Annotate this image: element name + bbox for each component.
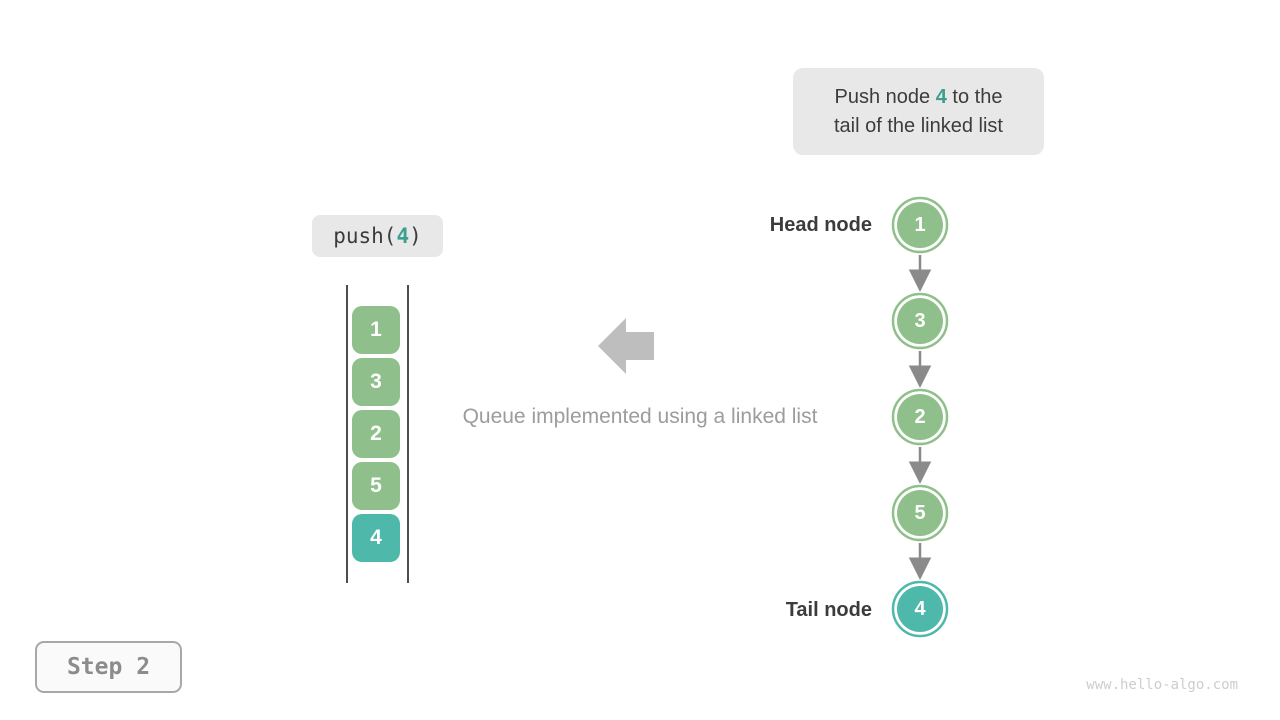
push-label-prefix: push( bbox=[333, 224, 397, 248]
push-operation-label: push(4) bbox=[312, 215, 443, 257]
list-node: 3 bbox=[891, 292, 949, 350]
annotation-text-suffix: to the bbox=[946, 85, 1003, 108]
queue-item: 4 bbox=[352, 514, 400, 562]
queue-item: 1 bbox=[352, 306, 400, 354]
svg-text:4: 4 bbox=[914, 598, 926, 620]
tail-node-label: Tail node bbox=[785, 599, 872, 621]
watermark-url: www.hello-algo.com bbox=[1086, 677, 1238, 693]
step-badge: Step 2 bbox=[35, 641, 182, 693]
annotation-text-prefix: Push node bbox=[834, 85, 936, 108]
diagram-caption: Queue implemented using a linked list bbox=[462, 405, 818, 428]
svg-text:2: 2 bbox=[914, 406, 925, 428]
list-node: 4 bbox=[891, 580, 949, 638]
annotation-text-line2: tail of the linked list bbox=[834, 114, 1003, 137]
list-node: 1 bbox=[891, 196, 949, 254]
queue-item: 3 bbox=[352, 358, 400, 406]
annotation-highlight-value: 4 bbox=[935, 85, 947, 108]
push-annotation-bubble: Push node 4 to the tail of the linked li… bbox=[793, 68, 1044, 155]
svg-text:5: 5 bbox=[914, 502, 925, 524]
svg-text:3: 3 bbox=[914, 310, 925, 332]
push-annotation-text: Push node 4 to the tail of the linked li… bbox=[834, 83, 1003, 141]
push-label-value: 4 bbox=[396, 224, 410, 248]
linked-list-graphic: 1 3 2 5 4 bbox=[891, 196, 949, 638]
list-node: 5 bbox=[891, 484, 949, 542]
push-label-suffix: ) bbox=[409, 224, 422, 248]
queue-item: 5 bbox=[352, 462, 400, 510]
svg-text:1: 1 bbox=[914, 214, 925, 236]
head-node-label: Head node bbox=[769, 214, 872, 236]
queue-channel-right-line bbox=[407, 285, 409, 583]
left-block-arrow-icon bbox=[598, 318, 654, 374]
list-node: 2 bbox=[891, 388, 949, 446]
queue-channel-left-line bbox=[346, 285, 348, 583]
queue-item: 2 bbox=[352, 410, 400, 458]
